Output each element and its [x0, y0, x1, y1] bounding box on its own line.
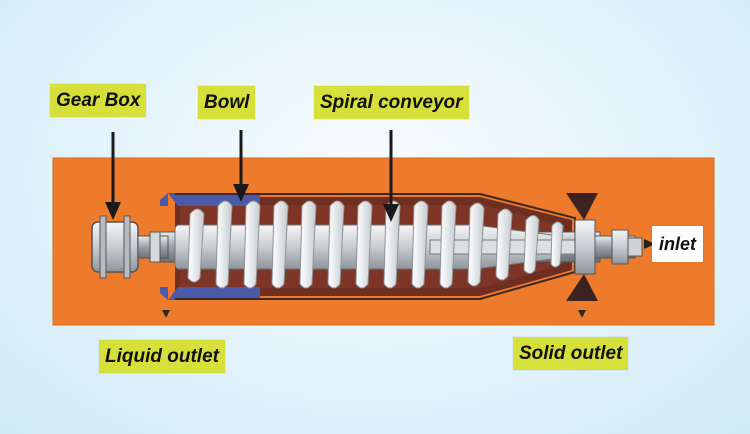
solid-discharge-vanes	[566, 193, 598, 301]
solid-outlet-arrow	[578, 310, 586, 318]
liquid-outlet-arrows	[162, 310, 170, 318]
inlet-label: inlet	[652, 226, 704, 262]
inlet-fitting	[594, 229, 643, 265]
bowl-label: Bowl	[198, 86, 256, 119]
liquid-outlet-label: Liquid outlet	[99, 340, 225, 373]
solid-outlet-label: Solid outlet	[513, 337, 629, 370]
gear-box-label: Gear Box	[50, 84, 147, 117]
inlet-arrow	[644, 239, 655, 249]
label-pointers	[105, 130, 399, 222]
spiral-flights	[187, 200, 564, 289]
gear-box	[91, 215, 169, 279]
spiral-conveyor-label: Spiral conveyor	[314, 86, 469, 119]
